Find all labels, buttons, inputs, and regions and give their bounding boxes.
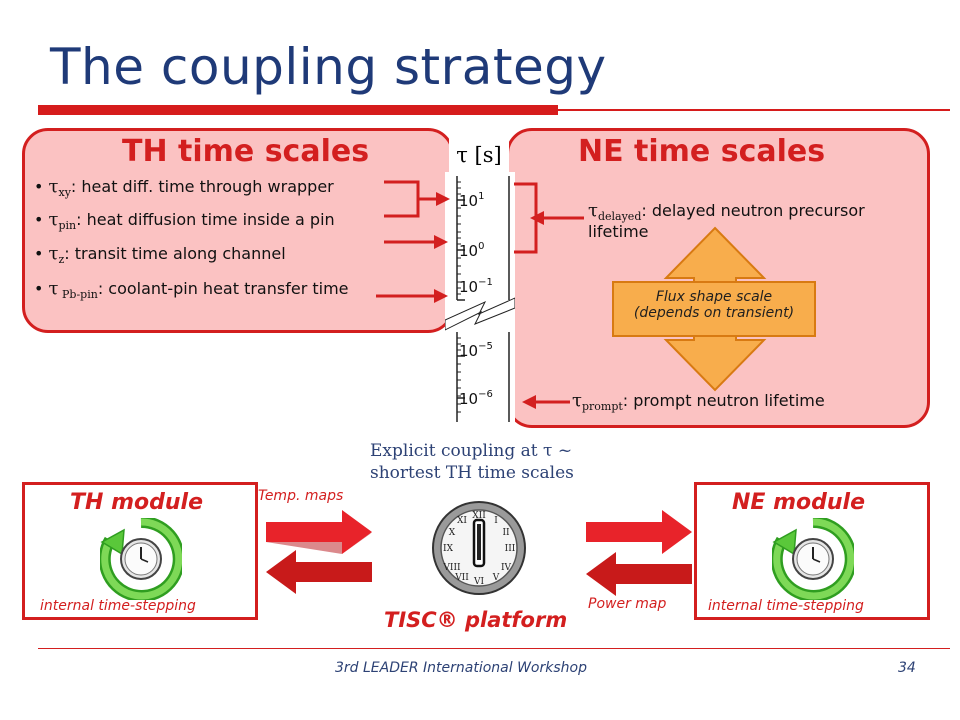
tick-label-0: 100 <box>459 241 484 260</box>
svg-text:V: V <box>492 573 500 583</box>
svg-text:IX: IX <box>443 544 454 554</box>
th-arrows <box>376 180 450 303</box>
arrow-right-icon <box>266 510 372 554</box>
time-scale-axis: 101 100 10−1 10−5 10−6 <box>445 172 515 424</box>
title-accent-bar <box>38 105 558 115</box>
svg-text:IV: IV <box>501 563 512 573</box>
ne-module-title: NE module <box>732 490 866 515</box>
ne-panel-title: NE time scales <box>578 134 826 169</box>
temp-maps-label: Temp. maps <box>258 488 344 504</box>
ne-prompt-text: τprompt: prompt neutron lifetime <box>572 390 825 414</box>
flux-shape-note: (depends on transient) <box>633 305 795 321</box>
arrow-left-icon <box>586 552 692 596</box>
th-bullet-pb-pin: • τ Pb-pin: coolant-pin heat transfer ti… <box>34 278 349 302</box>
tick-label-neg5: 10−5 <box>459 341 493 360</box>
coupling-description: Explicit coupling at τ ~ shortest TH tim… <box>370 441 574 483</box>
ne-arrows <box>514 182 584 409</box>
ne-delayed-text-line2: lifetime <box>588 222 649 241</box>
svg-text:X: X <box>449 528 456 538</box>
svg-text:VI: VI <box>473 577 484 587</box>
flux-shape-label: Flux shape scale <box>655 289 773 305</box>
ne-delayed-text: τdelayed: delayed neutron precursor <box>588 200 865 224</box>
th-bullet-z: • τz: transit time along channel <box>34 243 286 267</box>
th-module-title: TH module <box>70 490 203 515</box>
flux-shape-box: Flux shape scale (depends on transient) <box>612 281 816 337</box>
th-bullet-pin: • τpin: heat diffusion time inside a pin <box>34 209 335 233</box>
svg-text:I: I <box>494 516 498 526</box>
refresh-clock-icon <box>100 518 182 600</box>
ne-module-subtitle: internal time-stepping <box>708 598 864 614</box>
svg-text:XII: XII <box>472 511 486 521</box>
tick-label-1: 101 <box>459 191 484 210</box>
footer-divider <box>38 648 950 649</box>
th-time-scales-panel <box>22 128 454 333</box>
tick-label-neg6: 10−6 <box>459 389 493 408</box>
arrow-right-icon <box>586 510 692 554</box>
svg-text:III: III <box>505 544 516 554</box>
svg-text:XI: XI <box>457 516 467 526</box>
tick-label-neg1: 10−1 <box>459 277 493 296</box>
th-panel-title: TH time scales <box>122 134 370 169</box>
th-module-subtitle: internal time-stepping <box>40 598 196 614</box>
svg-text:VIII: VIII <box>442 563 461 573</box>
svg-text:VII: VII <box>454 573 469 583</box>
power-map-label: Power map <box>588 596 667 612</box>
tisc-platform-label: TISC® platform <box>384 608 568 632</box>
arrow-left-icon <box>266 550 372 594</box>
th-bullet-xy: • τxy: heat diff. time through wrapper <box>34 176 334 200</box>
footer-text: 3rd LEADER International Workshop <box>335 660 587 676</box>
refresh-clock-icon <box>772 518 854 600</box>
page-number: 34 <box>898 660 916 676</box>
svg-text:II: II <box>502 528 510 538</box>
page-title: The coupling strategy <box>50 38 607 96</box>
tau-axis-label: τ [s] <box>449 138 509 172</box>
